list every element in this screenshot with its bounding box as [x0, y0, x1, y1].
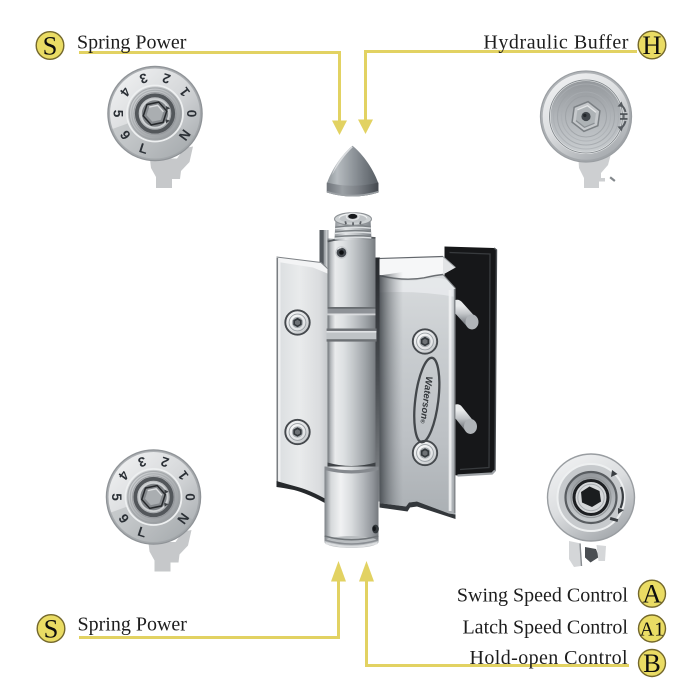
- svg-text:A1: A1: [640, 618, 664, 640]
- svg-text:0: 0: [184, 110, 199, 118]
- svg-text:Spring Power: Spring Power: [78, 614, 188, 636]
- svg-text:Swing Speed Control: Swing Speed Control: [457, 585, 629, 607]
- svg-text:B: B: [643, 648, 661, 678]
- svg-text:Latch Speed Control: Latch Speed Control: [462, 616, 628, 638]
- svg-text:S: S: [43, 30, 58, 60]
- svg-text:H: H: [642, 30, 661, 60]
- svg-text:A: A: [642, 579, 661, 609]
- svg-text:H: H: [617, 113, 629, 121]
- svg-text:5: 5: [111, 110, 126, 118]
- svg-text:S: S: [44, 613, 59, 643]
- svg-text:Spring Power: Spring Power: [77, 31, 187, 53]
- svg-text:Hydraulic Buffer: Hydraulic Buffer: [483, 32, 629, 54]
- svg-text:2: 2: [161, 70, 173, 87]
- svg-text:Hold-open Control: Hold-open Control: [470, 647, 628, 669]
